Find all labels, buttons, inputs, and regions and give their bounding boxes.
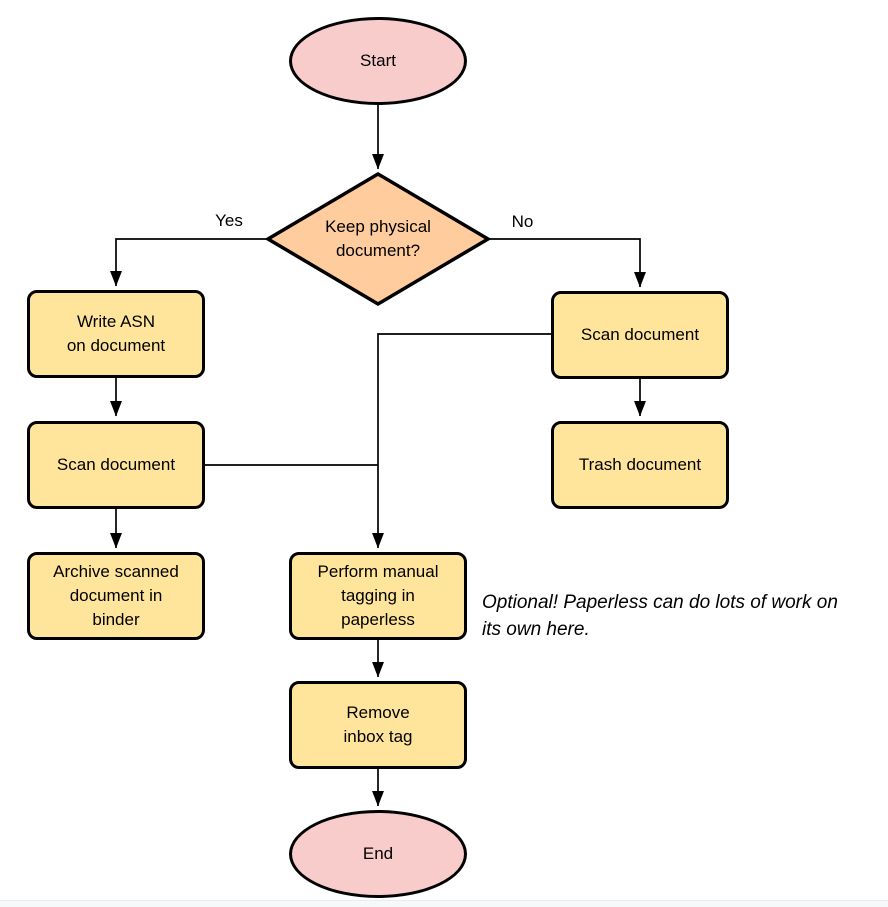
node-start-label: Start <box>360 51 396 70</box>
node-write-asn: Write ASN on document <box>27 290 205 378</box>
node-scan-document-right: Scan document <box>551 291 729 379</box>
edge-scanright-to-tagging <box>372 333 551 549</box>
decision-diamond-shape <box>264 171 492 307</box>
node-decision: Keep physical document? <box>264 171 492 307</box>
node-remove-inbox-tag: Remove inbox tag <box>289 681 467 769</box>
node-remove-inbox-tag-label: Remove inbox tag <box>343 703 413 746</box>
node-trash-document: Trash document <box>551 421 729 509</box>
node-archive-binder: Archive scanned document in binder <box>27 552 205 640</box>
node-manual-tagging: Perform manual tagging in paperless <box>289 552 467 640</box>
node-archive-binder-label: Archive scanned document in binder <box>53 562 179 629</box>
node-decision-label: Keep physical document? <box>325 217 431 260</box>
edge-decision-yes <box>110 238 266 287</box>
node-end: End <box>289 810 467 898</box>
page-bottom-strip <box>0 900 888 907</box>
node-scan-document-left: Scan document <box>27 421 205 509</box>
node-scan-document-left-label: Scan document <box>56 455 176 474</box>
node-scan-document-right-label: Scan document <box>580 325 700 344</box>
node-manual-tagging-label: Perform manual tagging in paperless <box>317 562 439 629</box>
annotation-optional-note: Optional! Paperless can do lots of work … <box>482 592 838 640</box>
node-trash-document-label: Trash document <box>578 455 702 474</box>
edge-label-yes: Yes <box>215 211 243 230</box>
edge-decision-no <box>490 238 646 288</box>
node-end-label: End <box>362 844 394 863</box>
node-write-asn-label: Write ASN on document <box>66 312 166 355</box>
edge-label-no: No <box>511 212 534 231</box>
node-start: Start <box>289 17 467 105</box>
